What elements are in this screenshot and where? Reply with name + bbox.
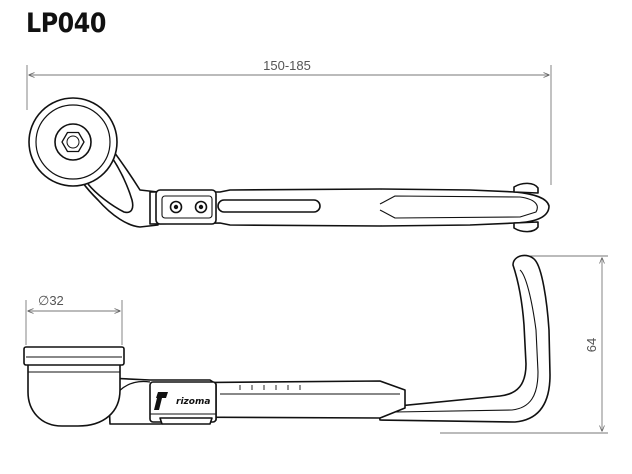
diameter-label: ∅32 xyxy=(38,293,64,308)
top-clamp-inner xyxy=(161,195,213,219)
length-dimension xyxy=(26,65,552,185)
top-view: 150-185 xyxy=(26,58,552,233)
diameter-dimension xyxy=(25,300,123,345)
top-clamp-block xyxy=(155,189,217,225)
brand-wordmark: rizoma xyxy=(176,397,210,407)
side-cup xyxy=(27,363,121,427)
top-blade-groove xyxy=(379,195,538,219)
height-label: 64 xyxy=(584,338,599,352)
side-foot xyxy=(159,417,213,425)
side-lever-blade xyxy=(377,254,551,423)
length-label: 150-185 xyxy=(263,58,311,73)
side-bar-ticks xyxy=(239,385,301,390)
height-dimension xyxy=(440,255,608,434)
top-bracket-inner xyxy=(87,145,134,214)
top-tip-lower xyxy=(513,221,539,233)
top-disc-ring xyxy=(35,104,111,180)
product-code-title: LP040 xyxy=(26,8,106,39)
brand-logo-icon xyxy=(154,392,168,410)
side-cup-cap xyxy=(23,346,125,366)
hex-socket-icon xyxy=(61,131,85,153)
side-view: ∅32 64 rizoma xyxy=(23,254,608,434)
top-tip-upper xyxy=(513,182,539,194)
side-lever-groove xyxy=(394,269,539,413)
top-adjust-slot xyxy=(217,199,321,213)
